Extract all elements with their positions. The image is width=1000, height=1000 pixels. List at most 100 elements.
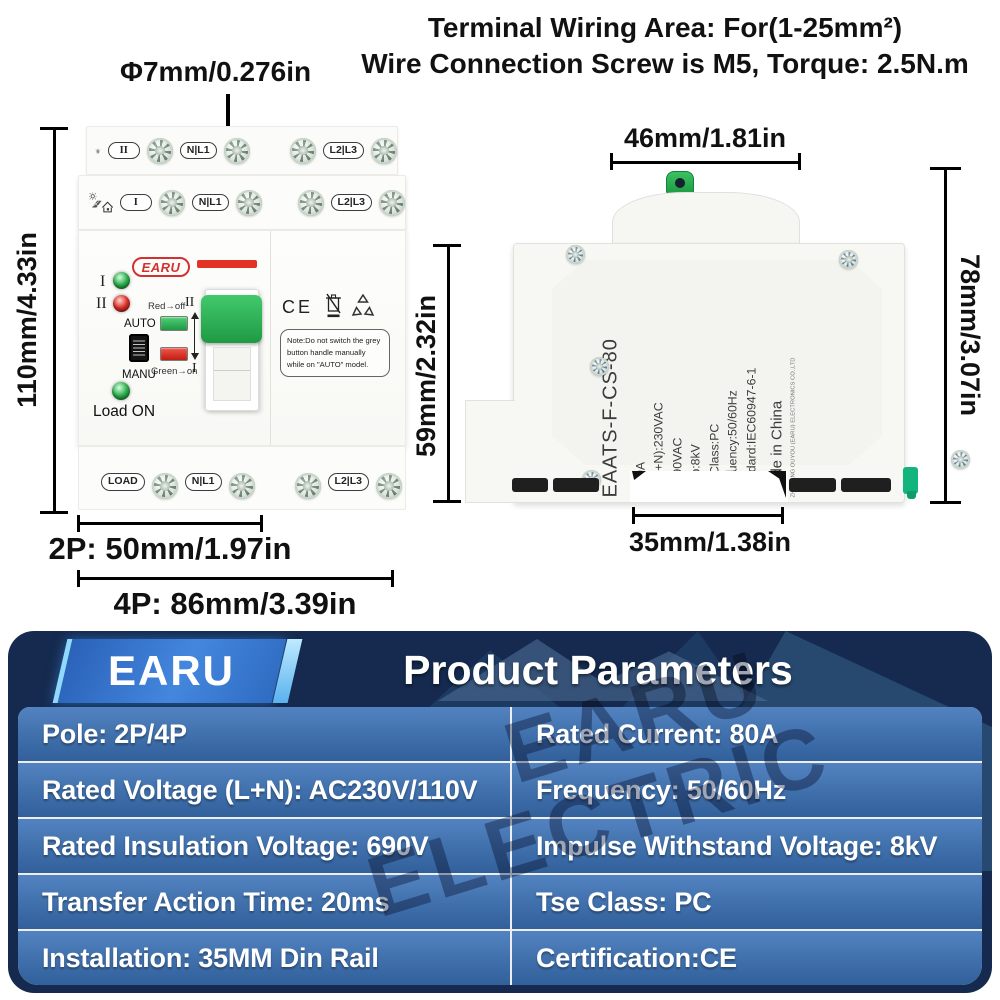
dim-78-label: 78mm/3.07in [955,253,985,417]
side-label-text: EAATS-F-CS-80 In:80A Ue(L+N):230VAC Ui:6… [600,283,860,498]
param-cell: Frequency: 50/60Hz [512,763,982,817]
handle-grip-green[interactable] [201,295,262,343]
terminal-strip-source-1: I N|L1 L2|L3 [78,175,406,230]
terminal-screw-icon [158,189,185,216]
load-on-led [112,382,130,400]
dim-110-line [53,128,56,514]
dim-59-cap-bottom [433,500,461,503]
arrow-down-icon [190,353,199,360]
dim-2p-cap-right [260,515,263,532]
vent-slot [512,478,548,492]
dim-46-line [611,161,801,164]
front-view-device: II N|L1 L2|L3 I N|L1 L2 [78,126,406,510]
param-cell: Rated Insulation Voltage: 690V [18,819,510,873]
side-spec-line: Uimp:8kV [687,283,705,497]
manu-indicator-button[interactable] [160,347,188,361]
dim-4p-line [78,577,394,580]
input-1-label: I [100,273,106,290]
earu-logo-chip: EARU [52,639,287,703]
dim-59-cap-top [433,244,461,247]
side-spec-line: In:80A [632,283,650,498]
arrow-shaft [193,319,196,353]
dim-110-cap-bottom [40,511,68,514]
arrow-up-icon [190,312,199,319]
note-box: Note:Do not switch the grey button handl… [280,329,390,377]
handle-lower-window [213,347,251,401]
heading-line-2: Wire Connection Screw is M5, Torque: 2.5… [361,47,969,79]
parameters-grid: Pole: 2P/4P Rated Current: 80A Rated Vol… [18,707,982,985]
input-2-led [113,295,130,312]
table-title: Product Parameters [403,647,793,693]
auto-indicator-button[interactable] [160,316,188,331]
terminal-screw-icon [379,189,405,216]
din-clip-foot [907,491,916,499]
terminal-strip-source-2: II N|L1 L2|L3 [86,126,398,175]
green-on-label: Green→on [151,366,198,377]
side-spec-line: Tse Class:PC [707,423,722,498]
terminal-screw-icon [228,473,255,499]
param-cell: Pole: 2P/4P [18,707,510,761]
solar-house-icon [89,192,113,212]
dim-110-cap-top [40,127,68,130]
vent-slot [789,478,836,492]
terminal-label-load: LOAD [101,473,145,491]
note-line-3: while on "AUTO" model. [287,359,369,369]
terminal-label-source-1: I [119,193,152,212]
code-display [129,334,149,362]
terminal-screw-icon [223,137,250,164]
dim-59-label: 59mm/2.32in [411,294,441,458]
vent-slot [841,478,891,492]
case-screw-icon [566,245,585,264]
side-spec-line: Ue(L+N):230VAC [651,402,666,498]
input-1-led [113,272,130,289]
handle-scale-top: II [185,295,195,310]
terminal-label-l2l3: L2|L3 [330,193,372,212]
dim-78-line [944,169,947,503]
terminal-label-l2l3: L2|L3 [327,473,369,491]
terminal-screw-icon [146,137,173,164]
side-spec-line: Frequency:50/60Hz [725,390,740,498]
transfer-switch-handle[interactable] [201,289,262,411]
din-release-clip[interactable] [903,467,918,499]
heading-line-1: Terminal Wiring Area: For(1-25mm²) [427,12,903,43]
handle-scale-bottom: I [192,361,197,376]
red-accent-bar [197,260,257,268]
dim-78-cap-bottom [930,501,961,504]
dim-2p-label: 2P: 50mm/1.97in [48,531,292,566]
side-spec-line: Ui:690VAC [670,437,685,498]
param-cell: Installation: 35MM Din Rail [18,931,510,985]
terminal-screw-icon [297,189,324,216]
dim-35-line [634,514,784,517]
case-screw-icon [589,357,609,376]
recycle-icon [351,294,375,316]
param-cell: Transfer Action Time: 20ms [18,875,510,929]
terminal-label-l2l3: L2|L3 [322,141,364,160]
terminal-wiring-heading: Terminal Wiring Area: For(1-25mm²) Wire … [330,10,1000,82]
note-line-2: button handle manually [287,347,366,357]
din-clip-tooth [632,471,646,480]
display-lines [133,338,145,358]
param-cell: Rated Voltage (L+N): AC230V/110V [18,763,510,817]
weee-bin-icon [326,293,341,318]
earu-logo-text: EARU [108,647,236,694]
front-panel: EARU I II Red→off II AUTO Green→on MANU … [78,230,406,446]
param-cell: Impulse Withstand Voltage: 8kV [512,819,982,873]
param-cell: Tse Class: PC [512,875,982,929]
side-base-extension [465,400,515,503]
terminal-screw-icon [235,189,262,216]
terminal-screw-icon [294,473,321,499]
dim-46-label: 46mm/1.81in [623,123,787,153]
dim-4p-label: 4P: 86mm/3.39in [113,586,357,621]
dim-2p-cap-left [77,515,80,532]
dim-110-label: 110mm/4.33in [12,232,42,408]
note-line-1: Note:Do not switch the grey [287,336,381,345]
side-spec-line: Standard:IEC60947-6-1 [744,367,759,498]
load-on-label: Load ON [93,403,156,420]
hole-diameter-label: Φ7mm/0.276in [120,56,312,87]
red-off-label: Red→off [148,301,186,312]
dim-59-line [447,246,450,502]
dim-35-cap-left [632,507,635,524]
ce-mark: CE [282,297,314,317]
terminal-label-source-2: II [107,141,140,160]
made-in-label: Made in China [768,400,786,498]
